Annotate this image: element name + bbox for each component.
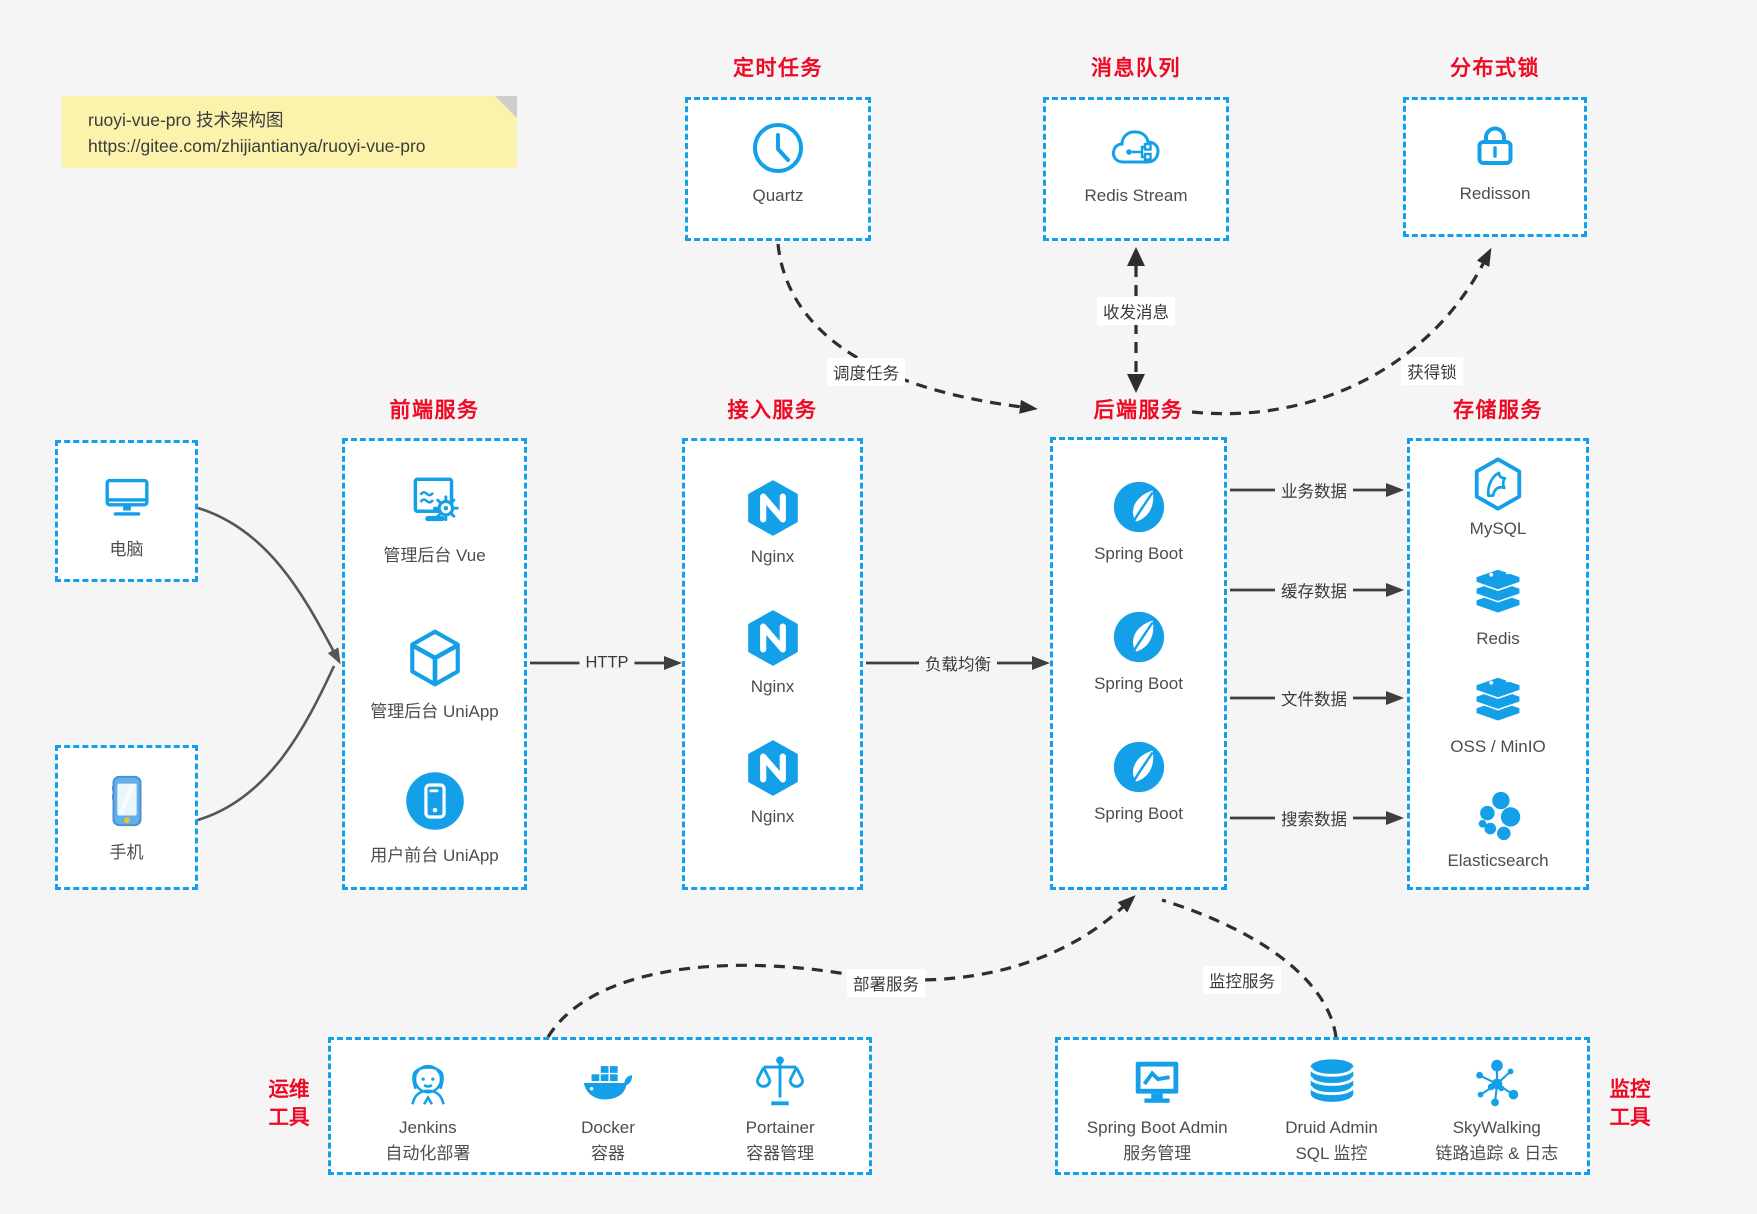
docker-whale-icon (579, 1054, 637, 1112)
node-label: Spring Boot (1094, 544, 1183, 563)
ops-item-jenkins: Jenkins 自动化部署 (385, 1054, 470, 1164)
edge-label-load-balance: 负载均衡 (919, 649, 997, 677)
tool-name: Druid Admin (1285, 1118, 1378, 1137)
client-phone-box: 手机 (55, 745, 198, 890)
node-label: 电脑 (109, 540, 144, 559)
edge-label-file-data: 文件数据 (1275, 684, 1353, 712)
mq-box: Redis Stream (1043, 97, 1229, 241)
group-title-storage: 存储服务 (1453, 399, 1543, 422)
frontend-box: 管理后台 Vue 管理后台 UniApp 用户前台 UniApp (342, 438, 527, 890)
mysql-icon (1469, 455, 1527, 513)
storage-stack-icon (1469, 673, 1527, 731)
group-title-scheduler: 定时任务 (733, 57, 823, 80)
computer-icon (98, 469, 156, 527)
spring-icon (1110, 738, 1168, 796)
tool-desc: 链路追踪 & 日志 (1435, 1144, 1559, 1163)
node-label: Quartz (752, 186, 804, 205)
group-title-gateway: 接入服务 (727, 399, 818, 422)
tool-name: Portainer (745, 1118, 815, 1137)
edge-label-monitor-service: 监控服务 (1203, 966, 1281, 994)
lock-icon (1465, 116, 1525, 176)
node-label: 手机 (109, 843, 144, 862)
node-label: Elasticsearch (1447, 851, 1549, 870)
monitor-chart-icon (1128, 1054, 1186, 1112)
node-label: 管理后台 Vue (383, 546, 486, 565)
node-label: Nginx (750, 807, 795, 826)
tool-name: Docker (581, 1118, 635, 1137)
edge-label-business-data: 业务数据 (1275, 476, 1353, 504)
scales-icon (751, 1054, 809, 1112)
database-icon (1303, 1054, 1361, 1112)
monitoring-tools-box: Spring Boot Admin 服务管理 Druid Admin SQL 监… (1055, 1037, 1590, 1175)
mobile-app-icon (403, 769, 467, 833)
ops-item-docker: Docker 容器 (579, 1054, 637, 1164)
edge-label-send-receive-message: 收发消息 (1097, 297, 1175, 325)
redis-stack-icon (1469, 565, 1527, 623)
node-label: Nginx (750, 677, 795, 696)
monitoring-item-druid-admin: Druid Admin SQL 监控 (1285, 1054, 1378, 1164)
spring-icon (1110, 478, 1168, 536)
cloud-circuit-icon (1106, 118, 1166, 178)
clock-icon (748, 118, 808, 178)
sticky-note: ruoyi-vue-pro 技术架构图 https://gitee.com/zh… (62, 96, 517, 168)
backend-box: Spring Boot Spring Boot Spring Boot (1050, 437, 1227, 890)
edge-label-acquire-lock: 获得锁 (1401, 357, 1463, 385)
tool-name: Jenkins (399, 1118, 457, 1137)
smartphone-icon (98, 772, 156, 830)
tool-desc: 服务管理 (1123, 1144, 1192, 1163)
edge-label-http: HTTP (579, 651, 635, 675)
ops-tools-box: Jenkins 自动化部署 Docker (328, 1037, 872, 1175)
storage-box: MySQL Redis (1407, 438, 1589, 890)
node-label: Redis (1476, 629, 1520, 648)
node-label: Spring Boot (1094, 674, 1183, 693)
edge-label-schedule-task: 调度任务 (827, 358, 905, 386)
monitoring-item-skywalking: SkyWalking 链路追踪 & 日志 (1435, 1054, 1558, 1164)
nginx-icon (742, 737, 804, 799)
note-url: https://gitee.com/zhijiantianya/ruoyi-vu… (88, 136, 426, 156)
group-title-backend: 后端服务 (1093, 399, 1184, 422)
monitoring-tools-title: 监控 工具 (1609, 1078, 1651, 1129)
lock-box: Redisson (1403, 97, 1587, 237)
hexagon-cube-icon (404, 627, 466, 689)
tool-name: Spring Boot Admin (1086, 1118, 1228, 1137)
note-title: ruoyi-vue-pro 技术架构图 (88, 110, 284, 130)
edge-label-search-data: 搜索数据 (1275, 804, 1353, 832)
topology-icon (1468, 1054, 1526, 1112)
client-computer-box: 电脑 (55, 440, 198, 582)
spring-icon (1110, 608, 1168, 666)
group-title-frontend: 前端服务 (389, 399, 480, 422)
elasticsearch-icon (1469, 787, 1527, 845)
edge-label-cache-data: 缓存数据 (1275, 576, 1353, 604)
scheduler-box: Quartz (685, 97, 871, 241)
gateway-box: Nginx Nginx Nginx (682, 438, 863, 890)
tool-name: SkyWalking (1452, 1118, 1541, 1137)
ops-tools-title: 运维 工具 (268, 1078, 310, 1129)
node-label: MySQL (1469, 519, 1527, 538)
tool-desc: 容器管理 (746, 1144, 815, 1163)
ops-item-portainer: Portainer 容器管理 (746, 1054, 815, 1164)
monitoring-item-spring-boot-admin: Spring Boot Admin 服务管理 (1087, 1054, 1228, 1164)
node-label: OSS / MinIO (1450, 737, 1546, 756)
nginx-icon (742, 607, 804, 669)
tool-desc: SQL 监控 (1295, 1144, 1368, 1163)
admin-vue-icon (404, 471, 466, 533)
tool-desc: 自动化部署 (385, 1144, 471, 1163)
node-label: Redisson (1459, 184, 1531, 203)
node-label: 用户前台 UniApp (370, 846, 499, 865)
group-title-mq: 消息队列 (1091, 57, 1181, 80)
tool-desc: 容器 (591, 1144, 625, 1163)
nginx-icon (742, 477, 804, 539)
node-label: Spring Boot (1094, 804, 1183, 823)
edge-label-deploy-service: 部署服务 (847, 969, 925, 997)
node-label: Redis Stream (1084, 186, 1188, 205)
jenkins-icon (399, 1054, 457, 1112)
group-title-lock: 分布式锁 (1450, 57, 1540, 80)
node-label: Nginx (750, 547, 795, 566)
note-fold-corner (495, 96, 517, 118)
node-label: 管理后台 UniApp (370, 702, 499, 721)
